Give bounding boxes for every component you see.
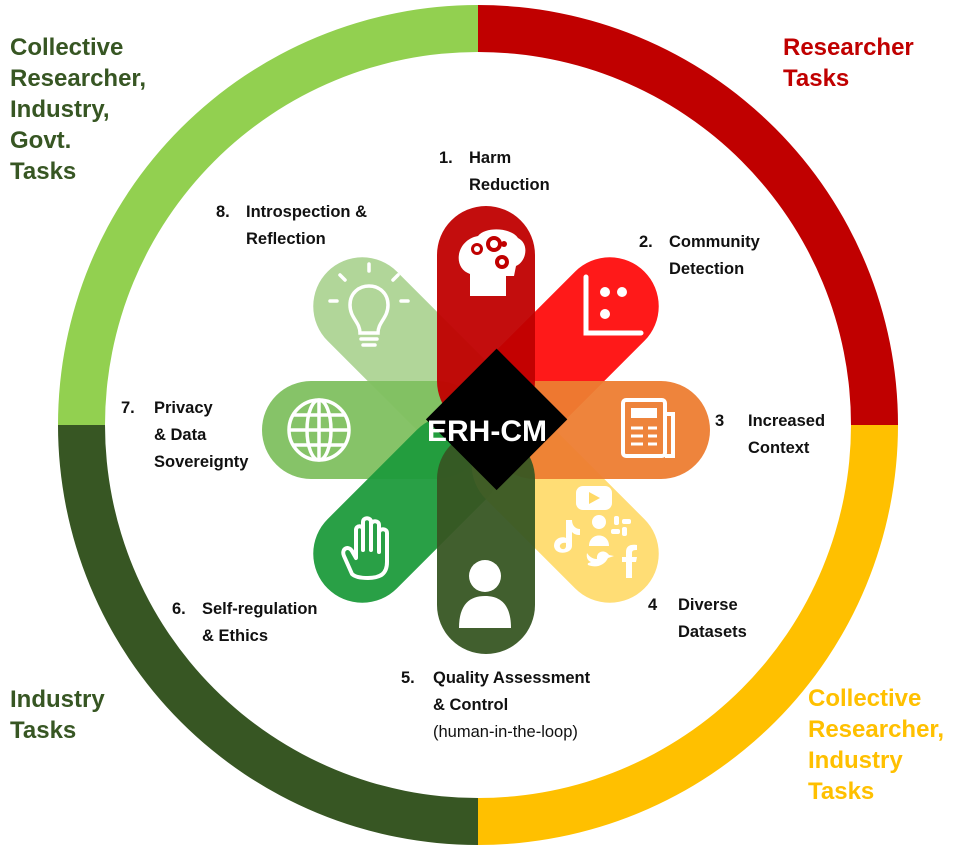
- quadrant-label-collective-all: Collective Researcher, Industry, Govt. T…: [10, 34, 147, 185]
- pillar-number: 2.: [639, 233, 653, 251]
- scatter-chart-icon: [583, 274, 644, 336]
- pillar-text: Privacy & Data Sovereignty: [154, 399, 249, 471]
- pillar-text: Quality Assessment & Control: [433, 669, 591, 714]
- pillar-text: Community Detection: [669, 233, 760, 278]
- pillar-label-harm-reduction: 1. Harm Reduction: [439, 145, 550, 199]
- pillar-text: Introspection & Reflection: [246, 203, 368, 248]
- pillar-number: 3: [715, 412, 725, 430]
- quadrant-label-collective-researcher-industry: Collective Researcher, Industry Tasks: [808, 685, 945, 805]
- pillar-number: 8.: [216, 203, 230, 221]
- brain-gears-icon: [458, 229, 526, 296]
- quadrant-label-researcher: Researcher Tasks: [783, 34, 914, 92]
- petal-5: [437, 430, 535, 654]
- pillar-number: 6.: [172, 600, 186, 618]
- pillar-label-increased-context: 3 Increased Context: [715, 408, 825, 462]
- pillar-label-quality-assessment: 5. Quality Assessment & Control (human-i…: [401, 665, 590, 746]
- lightbulb-icon: [328, 262, 410, 347]
- globe-icon: [287, 398, 351, 462]
- pillar-subtext: (human-in-the-loop): [433, 723, 578, 741]
- person-icon: [459, 560, 511, 628]
- ring-segment-collective-all: [58, 5, 478, 425]
- pillar-label-self-regulation: 6. Self-regulation & Ethics: [172, 596, 318, 650]
- pillar-label-community-detection: 2. Community Detection: [639, 229, 760, 283]
- pillar-text: Self-regulation & Ethics: [202, 600, 318, 645]
- pillar-number: 1.: [439, 149, 453, 167]
- quadrant-label-industry: Industry Tasks: [10, 686, 105, 744]
- pillar-label-introspection: 8. Introspection & Reflection: [216, 199, 367, 253]
- pillar-number: 4: [648, 596, 658, 614]
- pillar-text: Harm Reduction: [469, 149, 550, 194]
- center-label: ERH-CM: [427, 415, 547, 448]
- ring-segment-researcher: [478, 5, 898, 425]
- pillar-label-privacy: 7. Privacy & Data Sovereignty: [121, 395, 248, 476]
- ring-segment-collective-researcher-industry: [478, 425, 898, 845]
- newspaper-icon: [621, 398, 675, 458]
- social-media-icon: [554, 486, 637, 578]
- pillar-text: Increased Context: [748, 412, 826, 457]
- pillar-number: 7.: [121, 399, 135, 417]
- pillar-label-diverse-datasets: 4 Diverse Datasets: [648, 592, 747, 646]
- hand-icon: [341, 516, 389, 580]
- task-ring: [58, 5, 898, 845]
- pillar-number: 5.: [401, 669, 415, 687]
- pillar-text: Diverse Datasets: [678, 596, 747, 641]
- ring-segment-industry: [58, 425, 478, 845]
